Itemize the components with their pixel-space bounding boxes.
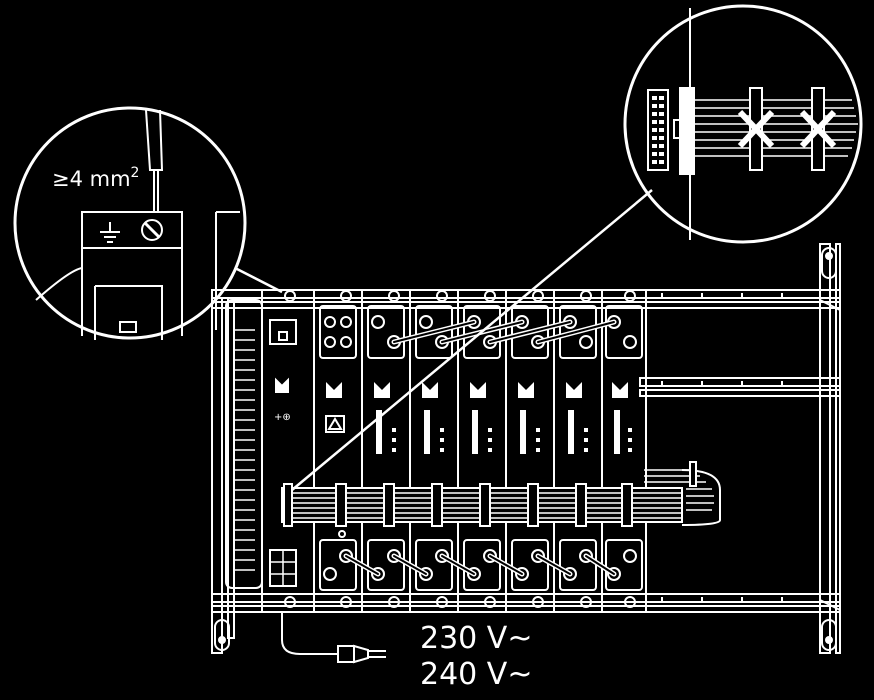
svg-text:+⊕: +⊕ bbox=[274, 412, 291, 423]
cross-mark-icon bbox=[737, 109, 837, 149]
voltage-label-240: 240 V~ bbox=[420, 657, 532, 692]
ground-icon bbox=[100, 222, 120, 243]
mount-hole-icon bbox=[214, 247, 837, 651]
ribbon-cable bbox=[281, 461, 721, 538]
ribbon-detail-magnifier bbox=[291, 4, 863, 491]
wire-gauge-exponent: 2 bbox=[131, 165, 140, 181]
amplifier-modules bbox=[284, 289, 647, 613]
wire-gauge-value: ≥4 mm bbox=[52, 167, 131, 191]
screw-icon bbox=[141, 219, 163, 241]
ground-detail-magnifier bbox=[13, 106, 283, 340]
mains-cable bbox=[281, 612, 386, 664]
wire-gauge-label: ≥4 mm2 bbox=[52, 165, 139, 191]
power-supply-module: +⊕ bbox=[225, 289, 315, 613]
voltage-label-230: 230 V~ bbox=[420, 621, 532, 656]
